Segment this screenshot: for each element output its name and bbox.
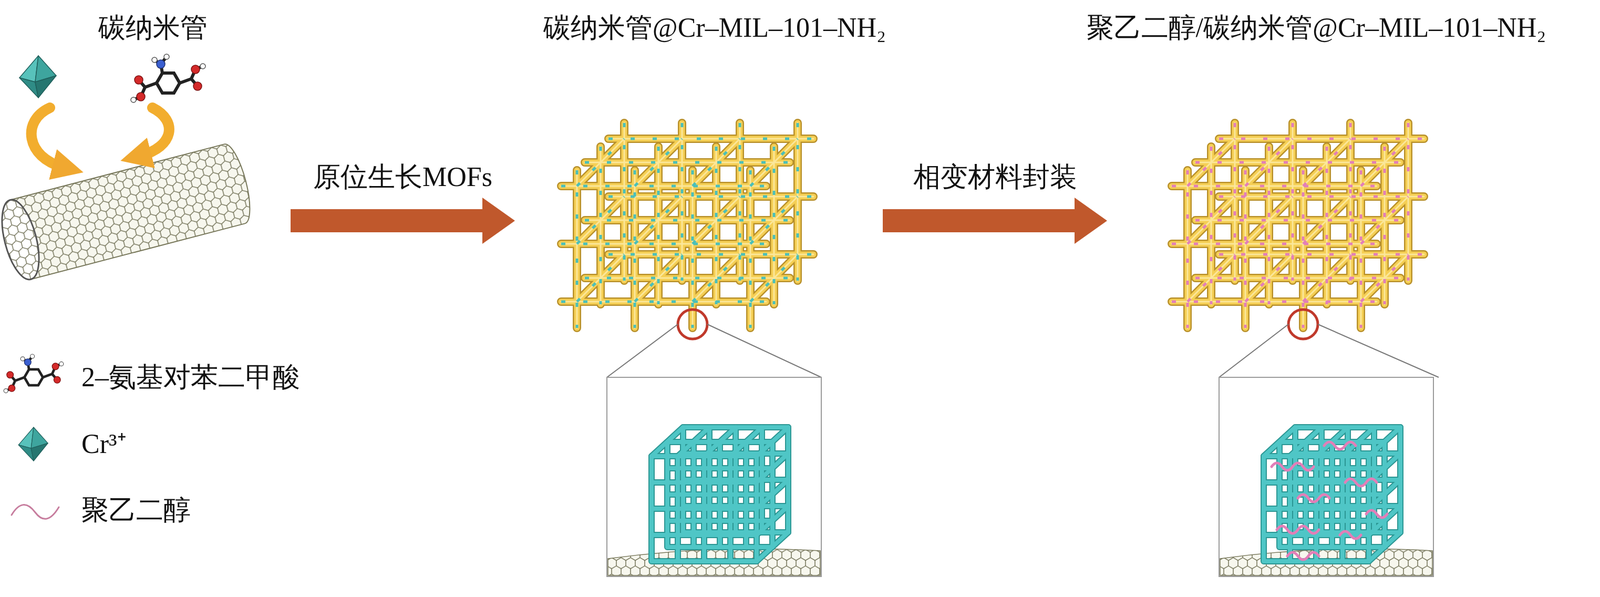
- cr-octahedron: [19, 55, 57, 98]
- process-arrow: [882, 197, 1108, 244]
- stage-heading-wrap: 聚乙二醇/碳纳米管@Cr–MIL–101–NH₂: [1086, 11, 1547, 45]
- stage-heading: 聚乙二醇/碳纳米管@Cr–MIL–101–NH₂: [1086, 11, 1547, 45]
- stage-heading-wrap: 碳纳米管@Cr–MIL–101–NH₂: [543, 11, 886, 45]
- zoom-box: [606, 377, 822, 577]
- stage-heading: 碳纳米管@Cr–MIL–101–NH₂: [543, 11, 886, 45]
- arrow-label-wrap: 原位生长MOFs: [313, 160, 493, 194]
- mof-lattice-peg: [1171, 122, 1424, 328]
- legend-text-wrap: 2–氨基对苯二甲酸: [81, 360, 301, 394]
- curved-arrow: [31, 107, 64, 168]
- stage-heading: 碳纳米管: [98, 11, 208, 45]
- curved-arrow: [140, 107, 170, 156]
- zoom-circle: [677, 309, 708, 339]
- stage-panel: 碳纳米管@Cr–MIL–101–NH₂: [525, 73, 873, 586]
- legend-octahedron: [18, 427, 48, 461]
- legend-peg-wave: [11, 504, 59, 520]
- zoom-circle: [1288, 309, 1318, 339]
- stage-panel: 碳纳米管: [0, 62, 281, 296]
- legend-text-wrap: 聚乙二醇: [81, 493, 191, 527]
- carbon-nanotube: [0, 141, 256, 284]
- zoom-lines: [1219, 324, 1439, 378]
- peg-chains: [1271, 441, 1388, 560]
- legend-text: 2–氨基对苯二甲酸: [81, 360, 301, 394]
- arrow-label: 相变材料封装: [913, 160, 1078, 194]
- legend-text: Cr³⁺: [81, 427, 127, 461]
- legend-molecule: [3, 354, 64, 394]
- legend-text-wrap: Cr³⁺: [81, 427, 127, 461]
- arrow-label-wrap: 相变材料封装: [913, 160, 1078, 194]
- zoom-box: [1219, 377, 1434, 577]
- stage-heading-wrap: 碳纳米管: [98, 11, 208, 45]
- zoom-lines: [606, 324, 822, 378]
- arrow-label: 原位生长MOFs: [313, 160, 493, 194]
- linker-molecule: [130, 54, 206, 103]
- process-arrow: [290, 197, 515, 244]
- mof-lattice: [561, 122, 814, 328]
- stage-panel: 聚乙二醇/碳纳米管@Cr–MIL–101–NH₂: [1117, 73, 1486, 586]
- legend-text: 聚乙二醇: [81, 493, 191, 527]
